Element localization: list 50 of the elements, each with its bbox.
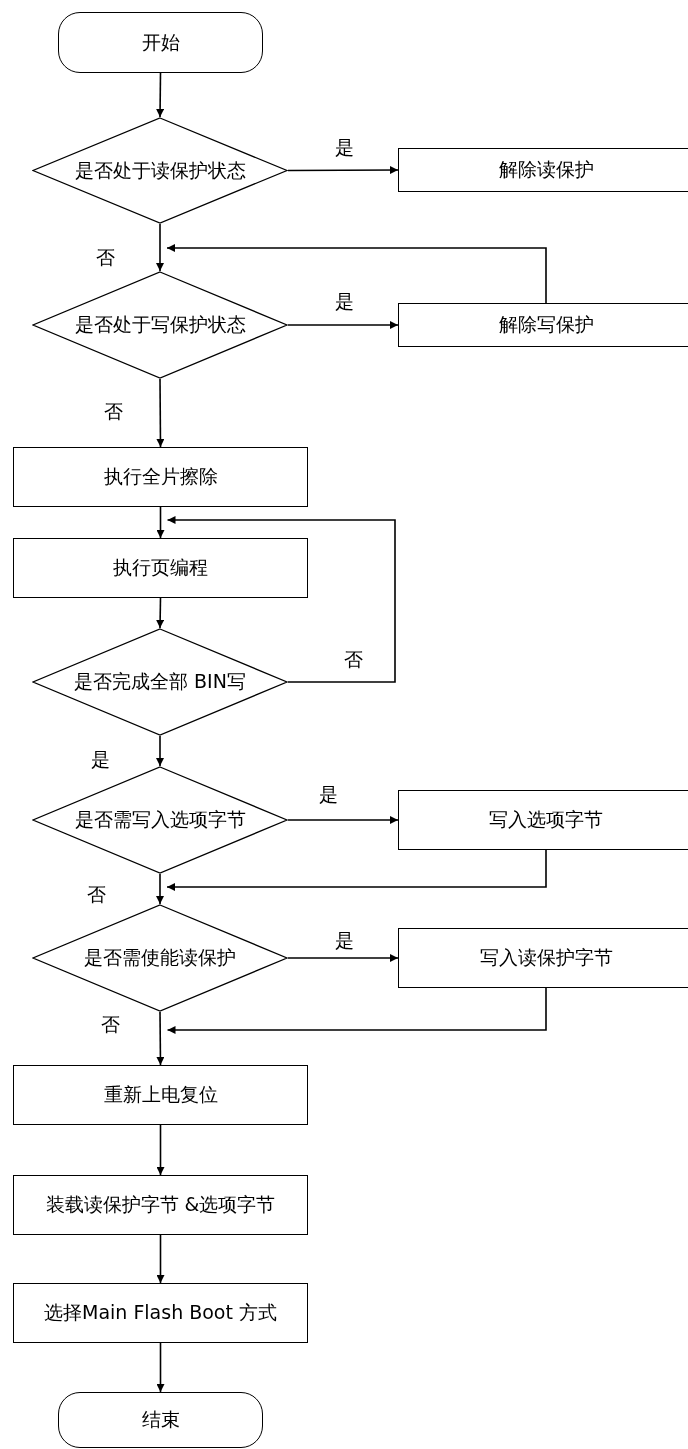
arrow: [156, 378, 165, 448]
arrow: [156, 1234, 165, 1284]
arrow: [287, 166, 399, 175]
node-label: 是否需写入选项字节: [74, 807, 246, 832]
decision-diamond: [32, 117, 288, 224]
arrow: [156, 223, 164, 272]
node-label: 重新上电复位: [103, 1082, 218, 1107]
arrow: [166, 244, 547, 304]
node-label: 写入读保护字节: [479, 945, 613, 970]
arrow: [156, 72, 165, 118]
arrow: [287, 321, 399, 329]
arrow: [156, 1342, 165, 1393]
node-label: 选择Main Flash Boot 方式: [44, 1300, 277, 1325]
node-label: 是否处于写保护状态: [74, 312, 246, 337]
node-label: 是否完成全部 BIN写: [74, 669, 246, 694]
node-label: 装载读保护字节 &选项字节: [45, 1192, 276, 1217]
decision-diamond: [32, 271, 288, 379]
arrow: [287, 816, 399, 824]
node-label: 是否处于读保护状态: [74, 157, 246, 183]
process-box: [398, 148, 688, 192]
arrow: [156, 735, 164, 767]
arrow: [156, 1011, 165, 1066]
node-label: 解除读保护: [498, 157, 594, 182]
process-box: [13, 1283, 308, 1343]
arrow: [156, 1124, 165, 1176]
arrow: [287, 954, 399, 962]
arrow: [156, 873, 164, 905]
terminal-box: [58, 12, 263, 73]
process-box: [398, 790, 688, 850]
process-box: [398, 303, 688, 347]
arrow: [166, 516, 396, 683]
process-box: [13, 447, 308, 507]
terminal-box: [58, 1392, 263, 1448]
node-label: 写入选项字节: [489, 807, 603, 832]
node-label: 解除写保护: [498, 312, 594, 337]
node-label: 执行全片擦除: [103, 464, 218, 489]
arrow: [166, 849, 547, 891]
process-box: [13, 1065, 308, 1125]
node-label: 是否需使能读保护: [84, 945, 236, 970]
process-box: [13, 538, 308, 598]
process-box: [13, 1175, 308, 1235]
arrow: [156, 597, 165, 629]
node-label: 开始: [141, 29, 180, 55]
process-box: [398, 928, 688, 988]
arrow: [156, 506, 165, 539]
arrow: [166, 987, 547, 1034]
node-label: 执行页编程: [113, 555, 208, 580]
decision-diamond: [32, 904, 288, 1012]
node-label: 结束: [141, 1407, 180, 1432]
decision-diamond: [32, 628, 288, 736]
